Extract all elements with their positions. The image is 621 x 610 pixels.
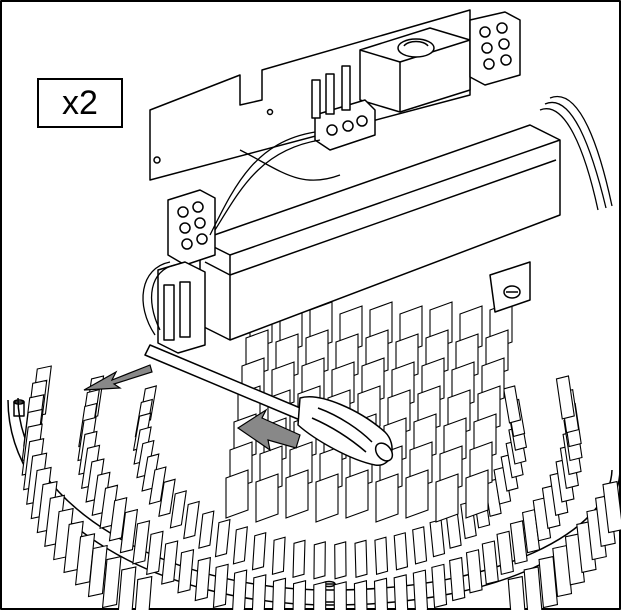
heatsink-fin <box>146 530 164 576</box>
heatsink-fin <box>313 541 326 580</box>
heatsink-fin <box>552 544 573 598</box>
heatsink-fin <box>412 569 429 610</box>
terminal-block-top-right <box>469 11 521 86</box>
heatsink-fin <box>429 518 446 558</box>
heatsink-fin <box>315 473 339 523</box>
screwdriver <box>144 344 394 466</box>
heatsink-fin <box>354 539 368 579</box>
heatsink-fin <box>272 577 287 610</box>
heatsink-fin <box>232 569 248 610</box>
heatsink-fin <box>214 518 231 558</box>
heatsink-fin <box>393 532 409 571</box>
heatsink-fin <box>169 490 187 529</box>
heatsink-fin <box>194 556 211 602</box>
heatsink-fin <box>313 581 327 610</box>
heatsink-fin <box>345 469 369 519</box>
heatsink-fin <box>108 497 128 542</box>
heatsink-fin <box>412 526 428 565</box>
rim-pin-left <box>13 399 25 417</box>
heatsink-fin <box>334 541 347 580</box>
heatsink-fin <box>158 478 176 518</box>
heatsink-fin <box>177 549 195 594</box>
heatsink-fin <box>465 549 483 594</box>
heatsink-fin <box>435 473 459 523</box>
heatsink-fin <box>538 555 559 609</box>
heatsink-fin <box>481 540 499 585</box>
heatsink-fin <box>333 581 347 610</box>
heatsink-fin <box>271 536 286 575</box>
heatsink-fin <box>251 532 267 571</box>
terminal-block-left <box>167 189 216 266</box>
heatsink-fin <box>198 510 215 549</box>
heatsink-fin <box>119 508 139 554</box>
heatsink-fin <box>507 575 526 610</box>
heatsink-fin <box>496 530 514 576</box>
heatsink-fin <box>509 520 528 565</box>
heatsink-fin <box>431 563 448 609</box>
heatsink-fin <box>285 469 309 519</box>
heatsink-fin <box>87 544 108 598</box>
direction-arrow-diagonal <box>236 408 301 452</box>
heatsink-fin <box>503 385 522 424</box>
heatsink-fin <box>449 556 466 602</box>
wiring <box>142 95 613 336</box>
heatsink-fin <box>134 575 153 610</box>
heatsink-fin <box>555 375 575 420</box>
heatsink-fin <box>292 539 306 579</box>
heatsink-fin <box>232 526 248 565</box>
heatsink-fin <box>212 563 229 609</box>
heatsink-fin <box>374 536 389 575</box>
quantity-badge: x2 <box>37 78 123 128</box>
heatsink-fin <box>255 473 279 523</box>
heatsink-fin <box>375 473 399 523</box>
heatsink-fin <box>353 579 368 610</box>
heatsink-fin <box>161 540 179 585</box>
direction-arrow-left <box>83 364 153 391</box>
heatsink-fin <box>292 579 307 610</box>
heatsink-fin <box>132 520 151 565</box>
heatsink-fin <box>117 566 137 610</box>
heatsink-fin <box>405 469 429 519</box>
heatsink-fin <box>393 574 409 610</box>
connector-block <box>157 261 206 354</box>
heatsink-fins <box>21 301 621 610</box>
heatsink-fin <box>148 466 167 505</box>
heatsink-fin <box>373 577 389 610</box>
bracket-screw <box>489 261 531 313</box>
heatsink-fin <box>225 469 249 519</box>
heatsink-fin <box>602 480 621 534</box>
driver-connector <box>311 65 376 151</box>
heatsink-fin <box>523 566 543 610</box>
heatsink-fin <box>465 469 489 519</box>
heatsink-fin <box>183 500 200 540</box>
heatsink-fin <box>101 555 122 609</box>
heatsink-fin <box>251 574 267 610</box>
